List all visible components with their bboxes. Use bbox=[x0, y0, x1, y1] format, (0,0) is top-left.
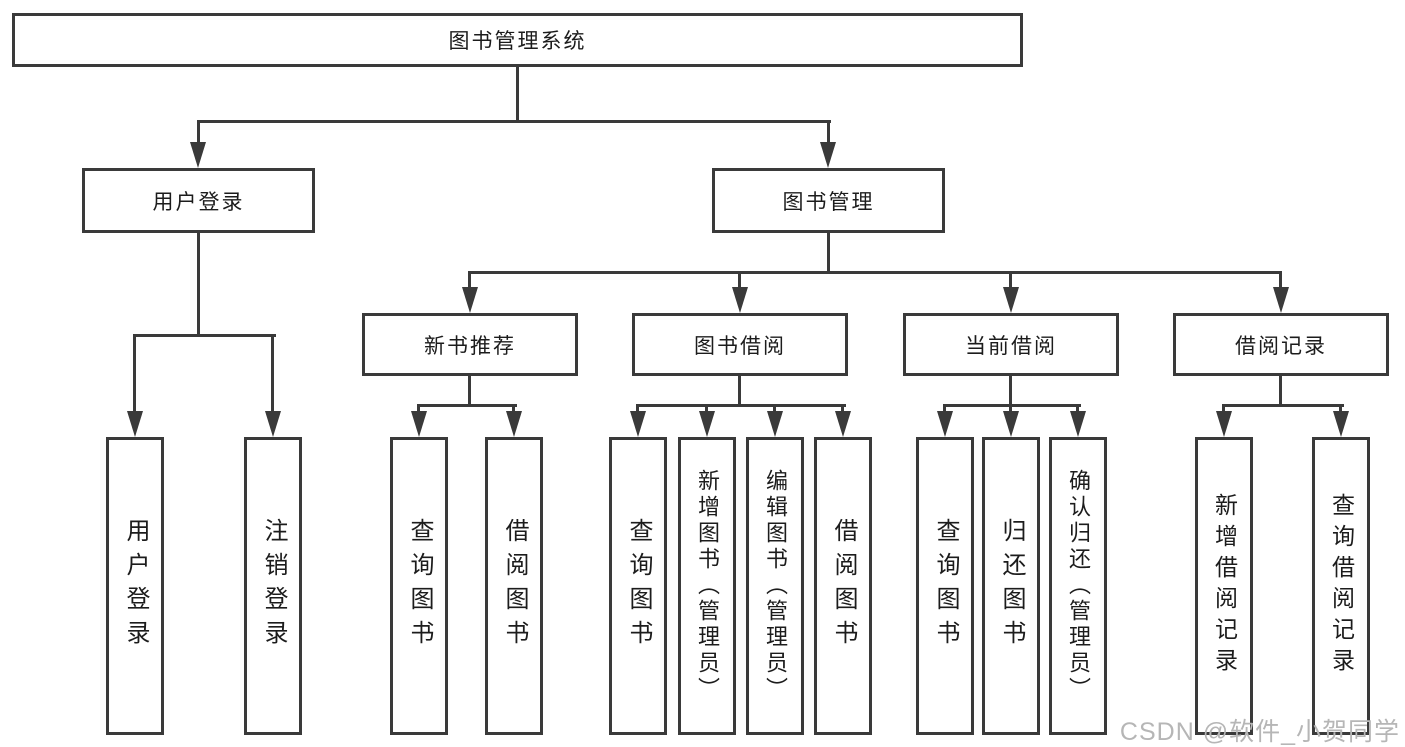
arrow-down-icon bbox=[1070, 411, 1086, 437]
node-root-label: 图书管理系统 bbox=[448, 30, 587, 53]
leaf-current-confirm-return-admin: 确认归还（管理员） bbox=[1049, 437, 1107, 735]
arrow-down-icon bbox=[190, 142, 206, 168]
leaf-records-query-record: 查询借阅记录 bbox=[1312, 437, 1370, 735]
connector-line bbox=[943, 404, 1081, 407]
arrow-down-icon bbox=[1003, 411, 1019, 437]
node-new-book-rec: 新书推荐 bbox=[362, 313, 578, 376]
arrow-down-icon bbox=[411, 411, 427, 437]
connector-line bbox=[1009, 404, 1012, 413]
leaf-logout-label: 注销登录 bbox=[260, 518, 287, 654]
connector-line bbox=[738, 271, 741, 290]
connector-line bbox=[133, 334, 276, 337]
connector-line bbox=[1222, 404, 1344, 407]
node-user-login-label: 用户登录 bbox=[152, 190, 245, 214]
node-book-mgmt: 图书管理 bbox=[712, 168, 945, 233]
connector-line bbox=[417, 404, 420, 413]
connector-line bbox=[468, 271, 471, 290]
arrow-down-icon bbox=[835, 411, 851, 437]
arrow-down-icon bbox=[630, 411, 646, 437]
node-book-mgmt-label: 图书管理 bbox=[782, 190, 875, 214]
connector-line bbox=[197, 120, 200, 144]
arrow-down-icon bbox=[265, 411, 281, 437]
arrow-down-icon bbox=[1216, 411, 1232, 437]
arrow-down-icon bbox=[767, 411, 783, 437]
leaf-newrec-query-books-label: 查询图书 bbox=[406, 518, 433, 654]
leaf-borrow-add-books-admin: 新增图书（管理员） bbox=[678, 437, 736, 735]
leaf-newrec-borrow-books: 借阅图书 bbox=[485, 437, 543, 735]
connector-line bbox=[773, 404, 776, 413]
connector-line bbox=[636, 404, 846, 407]
leaf-borrow-query-books: 查询图书 bbox=[609, 437, 667, 735]
leaf-records-add-record: 新增借阅记录 bbox=[1195, 437, 1253, 735]
connector-line bbox=[468, 376, 471, 407]
leaf-current-return-books: 归还图书 bbox=[982, 437, 1040, 735]
connector-line bbox=[827, 120, 830, 144]
arrow-down-icon bbox=[1333, 411, 1349, 437]
node-new-book-rec-label: 新书推荐 bbox=[424, 334, 516, 358]
leaf-user-login-label: 用户登录 bbox=[122, 518, 149, 654]
leaf-logout: 注销登录 bbox=[244, 437, 302, 735]
connector-line bbox=[271, 334, 274, 414]
leaf-current-query-books-label: 查询图书 bbox=[932, 518, 959, 654]
leaf-current-return-books-label: 归还图书 bbox=[998, 518, 1025, 654]
connector-line bbox=[417, 404, 517, 407]
leaf-borrow-borrow-books: 借阅图书 bbox=[814, 437, 872, 735]
connector-line bbox=[1339, 404, 1342, 413]
connector-line bbox=[516, 67, 519, 123]
connector-line bbox=[1009, 376, 1012, 407]
leaf-newrec-borrow-books-label: 借阅图书 bbox=[501, 518, 528, 654]
leaf-borrow-edit-books-admin: 编辑图书（管理员） bbox=[746, 437, 804, 735]
arrow-down-icon bbox=[732, 287, 748, 313]
arrow-down-icon bbox=[937, 411, 953, 437]
connector-line bbox=[197, 120, 831, 123]
connector-line bbox=[468, 271, 1282, 274]
leaf-borrow-query-books-label: 查询图书 bbox=[625, 518, 652, 654]
leaf-records-query-record-label: 查询借阅记录 bbox=[1328, 493, 1355, 679]
connector-line bbox=[827, 233, 830, 274]
connector-line bbox=[636, 404, 639, 413]
arrow-down-icon bbox=[1003, 287, 1019, 313]
node-user-login: 用户登录 bbox=[82, 168, 315, 233]
leaf-borrow-add-books-admin-label: 新增图书（管理员） bbox=[695, 469, 720, 703]
connector-line bbox=[1279, 271, 1282, 290]
connector-line bbox=[1009, 271, 1012, 290]
connector-line bbox=[197, 233, 200, 337]
arrow-down-icon bbox=[699, 411, 715, 437]
node-book-borrow-label: 图书借阅 bbox=[694, 334, 786, 358]
arrow-down-icon bbox=[506, 411, 522, 437]
connector-line bbox=[841, 404, 844, 413]
leaf-newrec-query-books: 查询图书 bbox=[390, 437, 448, 735]
leaf-user-login: 用户登录 bbox=[106, 437, 164, 735]
node-current-borrow: 当前借阅 bbox=[903, 313, 1119, 376]
arrow-down-icon bbox=[462, 287, 478, 313]
arrow-down-icon bbox=[820, 142, 836, 168]
leaf-borrow-borrow-books-label: 借阅图书 bbox=[830, 518, 857, 654]
csdn-watermark: CSDN @软件_小贺同学 bbox=[1119, 718, 1400, 746]
connector-line bbox=[133, 334, 136, 414]
node-root: 图书管理系统 bbox=[12, 13, 1023, 67]
arrow-down-icon bbox=[1273, 287, 1289, 313]
leaf-current-confirm-return-admin-label: 确认归还（管理员） bbox=[1066, 469, 1091, 703]
connector-line bbox=[705, 404, 708, 413]
node-current-borrow-label: 当前借阅 bbox=[965, 334, 1057, 358]
connector-line bbox=[738, 376, 741, 407]
arrow-down-icon bbox=[127, 411, 143, 437]
connector-line bbox=[1222, 404, 1225, 413]
connector-line bbox=[1279, 376, 1282, 407]
node-borrow-records-label: 借阅记录 bbox=[1235, 334, 1327, 358]
connector-line bbox=[943, 404, 946, 413]
leaf-records-add-record-label: 新增借阅记录 bbox=[1211, 493, 1238, 679]
connector-line bbox=[1076, 404, 1079, 413]
node-book-borrow: 图书借阅 bbox=[632, 313, 848, 376]
node-borrow-records: 借阅记录 bbox=[1173, 313, 1389, 376]
connector-line bbox=[512, 404, 515, 413]
leaf-borrow-edit-books-admin-label: 编辑图书（管理员） bbox=[763, 469, 788, 703]
leaf-current-query-books: 查询图书 bbox=[916, 437, 974, 735]
